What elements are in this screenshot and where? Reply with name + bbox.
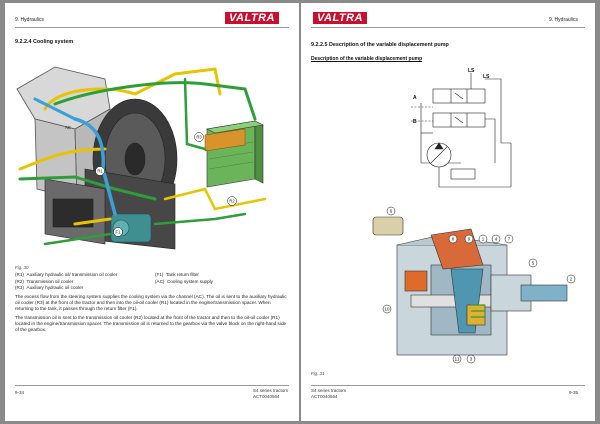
valtra-logo: VALTRA (225, 12, 279, 24)
callout-10: 10 (382, 304, 392, 314)
svg-text:8: 8 (452, 237, 455, 242)
schematic-label-ls2: LS (483, 74, 490, 80)
svg-text:11: 11 (455, 357, 460, 362)
callout-r1: R1 (95, 166, 105, 176)
svg-text:R1: R1 (97, 169, 103, 174)
right-page: VALTRA 9. Hydraulics 9.2.2.5 Description… (301, 3, 595, 421)
callout-11: 11 (452, 354, 462, 364)
svg-text:6: 6 (390, 209, 393, 214)
svg-text:2: 2 (570, 277, 573, 282)
page-number: 9-35 (569, 390, 579, 395)
subsection-title: Description of the variable displacement… (311, 56, 423, 62)
svg-text:3: 3 (470, 357, 473, 362)
left-page: 9. Hydraulics VALTRA 9.2.2.4 Cooling sys… (5, 3, 299, 421)
callout-ac: AC (65, 125, 71, 130)
svg-text:4: 4 (495, 237, 498, 242)
callout-r2: R2 (227, 196, 237, 206)
callout-6: 6 (386, 206, 396, 216)
component-6 (372, 216, 404, 236)
schematic-label-ls1: LS (468, 68, 475, 74)
callout-3: 3 (466, 354, 476, 364)
callout-9: 9 (464, 234, 474, 244)
svg-text:9: 9 (468, 237, 471, 242)
footer-series: S4 series tractors (253, 388, 289, 393)
header-rule (15, 27, 289, 28)
pump-schematic: LS LS A B (411, 68, 512, 188)
valtra-logo: VALTRA (313, 12, 367, 24)
legend-item-f1: (F1) Tank return filter (155, 272, 199, 277)
svg-text:7: 7 (508, 237, 511, 242)
transmission-housing (44, 98, 178, 250)
callout-5: 5 (528, 258, 538, 268)
svg-text:10: 10 (384, 307, 390, 312)
callout-4: 4 (491, 234, 501, 244)
legend-item-r3: (R3) Auxiliary hydraulic oil cooler (15, 285, 84, 290)
legend-item-ac: (AC) Cooling system supply (155, 278, 213, 284)
svg-text:1: 1 (482, 237, 485, 242)
callout-r3: R3 (194, 132, 204, 142)
footer-series: S4 series tractors (311, 388, 347, 393)
page-header: 9. Hydraulics (15, 17, 44, 23)
figure-caption: Fig. 30 (15, 265, 29, 270)
cooling-system-figure: AC R1 R2 R3 F1 (15, 49, 289, 261)
page-header: 9. Hydraulics (549, 17, 578, 23)
pipework (18, 67, 267, 246)
svg-text:AC: AC (65, 125, 71, 130)
footer-code: ACT0040564 (253, 394, 280, 399)
pump-cross-section: 6 8 9 1 4 7 5 2 10 11 3 (372, 206, 576, 364)
page-number: 9-34 (15, 390, 25, 395)
paragraph-1: The excess flow from the steering system… (15, 294, 287, 312)
paragraph-2: The transmission oil is sent to the tran… (15, 315, 287, 333)
footer-meta: S4 series tractors ACT0040564 (253, 388, 288, 400)
callout-f1: F1 (113, 227, 123, 237)
footer-rule (15, 385, 289, 386)
svg-text:R2: R2 (229, 199, 235, 204)
schematic-label-a: A (413, 95, 417, 101)
header-rule (311, 27, 585, 28)
schematic-label-b: B (413, 119, 417, 125)
legend-item-r2: (R2) Transmission oil cooler (15, 278, 74, 284)
cross-section-callouts: 6 8 9 1 4 7 5 2 10 11 3 (382, 206, 576, 364)
callout-1: 1 (478, 234, 488, 244)
callout-2: 2 (566, 274, 576, 284)
callout-8: 8 (448, 234, 458, 244)
footer-meta: S4 series tractors ACT0040564 (311, 388, 346, 400)
legend-item-r1: (R1) Auxiliary hydraulic oil/ transmissi… (15, 272, 118, 277)
figure-caption: Fig. 31 (311, 371, 325, 376)
footer-rule (311, 385, 585, 386)
svg-text:5: 5 (532, 261, 535, 266)
svg-text:F1: F1 (116, 230, 122, 235)
cooler-orange (204, 128, 246, 152)
section-title: 9.2.2.4 Cooling system (15, 39, 74, 45)
callout-7: 7 (504, 234, 514, 244)
section-title: 9.2.2.5 Description of the variable disp… (311, 42, 449, 48)
svg-text:R3: R3 (196, 135, 202, 140)
footer-code: ACT0040564 (311, 394, 338, 399)
figure-callouts: AC R1 R2 R3 F1 (65, 125, 237, 237)
